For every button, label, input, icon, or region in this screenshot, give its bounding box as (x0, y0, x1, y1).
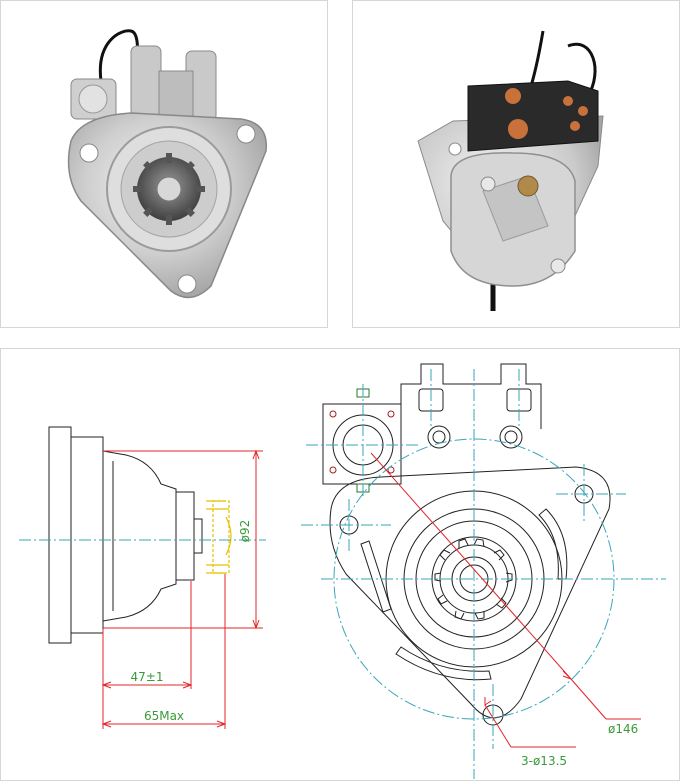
drawing-canvas: ø92 47±1 65Max (19, 363, 666, 779)
side-dimensions (101, 449, 263, 729)
side-view (48, 426, 232, 644)
dim-length-65: 65Max (144, 709, 184, 723)
dim-diameter-146: ø146 (608, 722, 638, 736)
pinion-teeth (434, 538, 513, 620)
front-centerlines (301, 369, 666, 779)
front-view (322, 363, 611, 726)
front-dimensions (370, 452, 641, 748)
starter-back-illustration (417, 30, 604, 311)
dim-mounting-holes: 3-ø13.5 (521, 754, 567, 768)
starter-front-photo (0, 0, 328, 328)
starter-back-photo (352, 0, 680, 328)
starter-front-illustration (67, 29, 268, 299)
dim-length-47: 47±1 (131, 670, 164, 684)
dim-diameter-92: ø92 (238, 520, 252, 543)
technical-drawing: ø92 47±1 65Max (0, 348, 680, 781)
